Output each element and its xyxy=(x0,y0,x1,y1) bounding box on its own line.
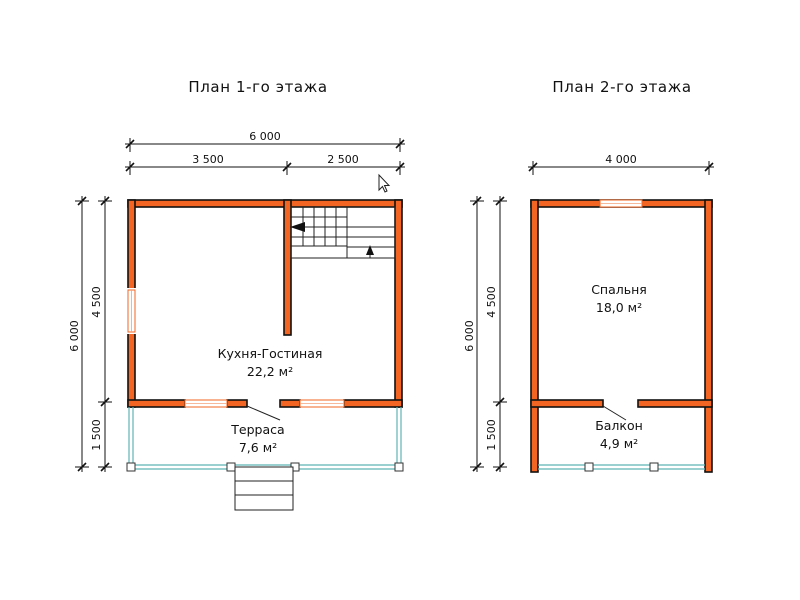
plan1-staircase-icon xyxy=(290,206,396,259)
plan1-door-icon xyxy=(246,405,281,421)
plan2-door-icon xyxy=(602,405,627,421)
plan1-terrace-area: 7,6 м² xyxy=(239,440,277,455)
plan1-dim-house-height: 4 500 xyxy=(90,286,103,318)
plan1-bottom-windows xyxy=(184,399,345,408)
plan1-room-name: Кухня-Гостиная xyxy=(218,346,323,361)
mouse-cursor-icon xyxy=(378,173,391,193)
plan2-dim-house-height: 4 500 xyxy=(485,286,498,318)
plan1-terrace-railing xyxy=(126,407,404,472)
plan2-left-dimensions xyxy=(470,196,507,472)
plan1-dim-terrace-height: 1 500 xyxy=(90,419,103,451)
plan1-top-dimensions xyxy=(125,138,405,175)
plan2-balcony-railing xyxy=(538,462,705,472)
plan2-balcony-area: 4,9 м² xyxy=(600,436,638,451)
plan1-dim-left-width: 3 500 xyxy=(192,153,224,166)
plan1-dim-total-width: 6 000 xyxy=(249,130,281,143)
plan2-room-name: Спальня xyxy=(591,282,647,297)
plan1-dim-right-width: 2 500 xyxy=(327,153,359,166)
plan2-dim-balcony-height: 1 500 xyxy=(485,419,498,451)
plan1-entrance-steps xyxy=(234,466,294,511)
plan2-balcony-name: Балкон xyxy=(595,418,643,433)
plan2-dim-width: 4 000 xyxy=(605,153,637,166)
plan1-left-window xyxy=(127,288,136,334)
plan1-terrace-name: Терраса xyxy=(230,422,284,437)
plan2-top-dimension xyxy=(528,161,714,175)
plan2-top-window xyxy=(599,199,643,208)
plan1-dim-total-height: 6 000 xyxy=(68,320,81,352)
plan1-room-area: 22,2 м² xyxy=(247,364,293,379)
plan2-dim-total-height: 6 000 xyxy=(463,320,476,352)
plan1-left-dimensions xyxy=(75,196,112,472)
plan2-room-area: 18,0 м² xyxy=(596,300,642,315)
plan1-title: План 1-го этажа xyxy=(188,78,327,96)
plan2-title: План 2-го этажа xyxy=(552,78,691,96)
